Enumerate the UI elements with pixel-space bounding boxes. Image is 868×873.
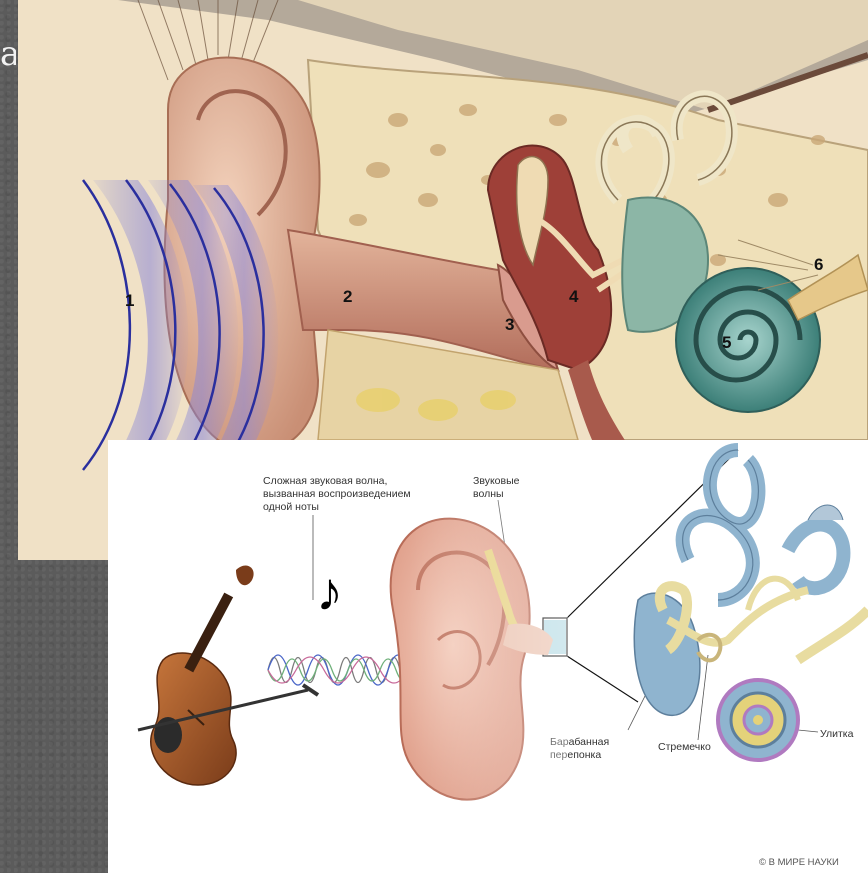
wave-caption-line-2: вызванная воспроизведением: [263, 488, 411, 500]
stirrup-label: Стремечко: [658, 741, 711, 753]
sound-waves-caption-line-1: Звуковые: [473, 475, 520, 487]
hearing-diagram-svg: Сложная звуковая волна, вызванная воспро…: [108, 440, 868, 873]
label-4: 4: [569, 287, 579, 306]
label-5: 5: [722, 333, 731, 352]
cochlea: [676, 268, 820, 412]
label-6: 6: [814, 255, 823, 274]
slide-title-fragment: а: [0, 34, 16, 74]
label-2: 2: [343, 287, 352, 306]
hearing-diagram-illustration: Сложная звуковая волна, вызванная воспро…: [108, 440, 868, 873]
copyright-notice: © В МИРЕ НАУКИ: [759, 857, 839, 868]
music-note-icon: ♪: [316, 562, 343, 622]
cochlea-label: Улитка: [820, 728, 854, 740]
wave-caption-line-1: Сложная звуковая волна,: [263, 475, 387, 487]
sound-waves-caption-line-2: волны: [473, 488, 504, 500]
label-1: 1: [125, 291, 134, 310]
wave-caption-line-3: одной ноты: [263, 501, 319, 513]
label-3: 3: [505, 315, 514, 334]
